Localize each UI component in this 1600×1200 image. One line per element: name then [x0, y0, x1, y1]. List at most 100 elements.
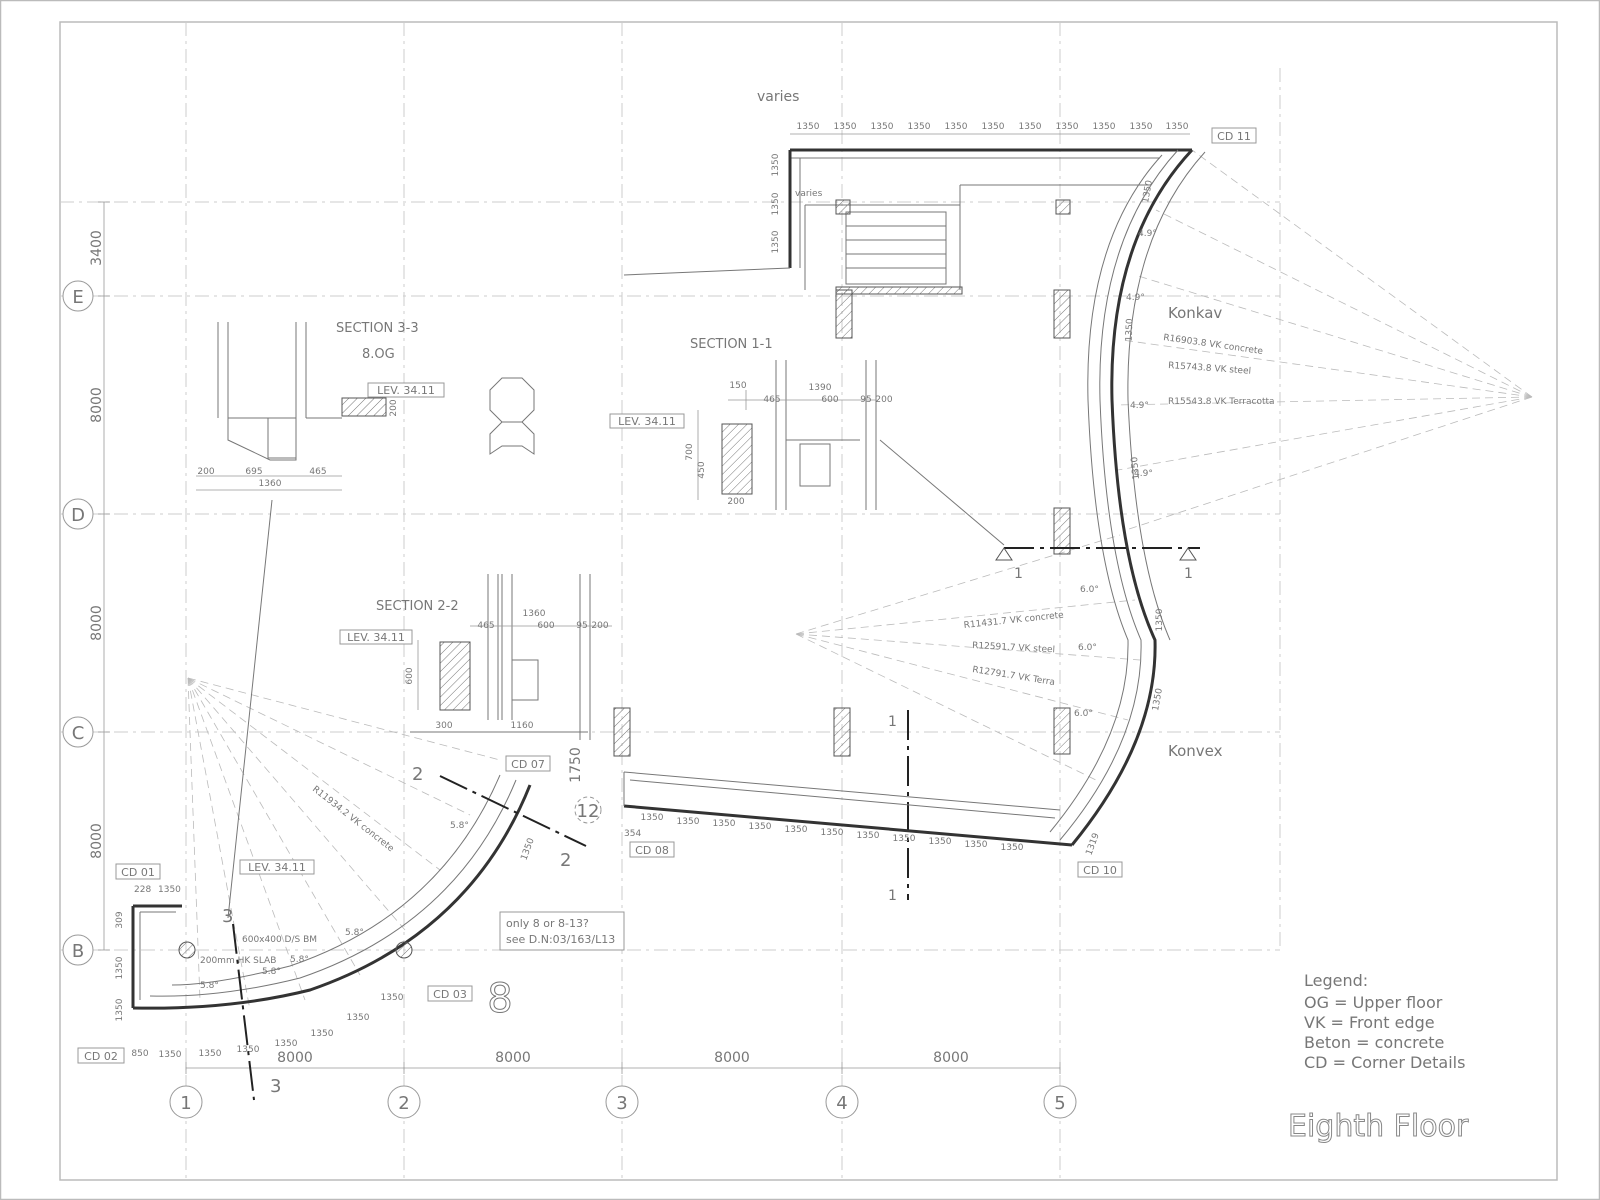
grid-lines [60, 22, 1281, 1180]
floor-8-label: 8 [487, 976, 512, 1022]
dim-top-left-3: 1350 [771, 230, 781, 253]
section-2-mark-top: 2 [412, 764, 423, 785]
inner-frame [59, 21, 1558, 1181]
dim-top-left-2: 1350 [771, 192, 781, 215]
dim-sw-left-2: 1350 [115, 998, 125, 1021]
column-round-2 [395, 941, 413, 959]
dim-top-4: 1350 [908, 122, 931, 132]
legend-item-og: OG = Upper floor [1304, 993, 1443, 1012]
bottom-dimension-chain: 8000 8000 8000 8000 [185, 1050, 1061, 1074]
tag-cd-07: CD 07 [511, 758, 545, 771]
dim-sw-2: 1350 [199, 1049, 222, 1059]
bay-dim-y-1: 3400 [89, 230, 105, 266]
section-1-mark-bottom: 1 [888, 888, 897, 904]
s11-dim-450: 450 [697, 461, 707, 478]
s11-dim-150: 150 [729, 381, 746, 391]
tag-cd-11: CD 11 [1217, 130, 1251, 143]
grid-bubble-4 [825, 1085, 859, 1119]
dim-228: 228 [134, 885, 151, 895]
note-line-1: only 8 or 8-13? [506, 917, 589, 930]
dim-top-7: 1350 [1019, 122, 1042, 132]
section-3-3-title: SECTION 3-3 [336, 321, 419, 336]
grid-bubble-c [62, 716, 94, 748]
dim-sw-1: 1350 [159, 1050, 182, 1060]
section-3-3-sub: 8.OG [362, 347, 395, 362]
bay-dim-y-4: 8000 [89, 823, 105, 859]
grid-number-2: 2 [398, 1093, 409, 1114]
s22-dim-1360: 1360 [523, 609, 546, 619]
grid-letter-d: D [71, 505, 85, 526]
s22-dim-600: 600 [537, 621, 554, 631]
label-konvex: Konvex [1168, 742, 1223, 760]
dim-1319: 1319 [1085, 832, 1102, 857]
s22-dim-200: 200 [591, 621, 608, 631]
dim-east-4: 1350 [1155, 608, 1165, 631]
s11-dim-700: 700 [685, 443, 695, 460]
stair-flight [845, 211, 947, 285]
grid-number-5: 5 [1054, 1093, 1065, 1114]
tag-cd-08: CD 08 [635, 844, 669, 857]
dim-309: 309 [115, 911, 125, 928]
bay-dim-x-4: 8000 [933, 1050, 969, 1066]
annotation-varies-top: varies [757, 89, 799, 105]
dim-south-2: 1350 [677, 817, 700, 827]
angle-sw-5: 5.8° [200, 981, 219, 991]
dim-east-3: 1350 [1130, 456, 1142, 480]
dim-east-2: 1350 [1125, 318, 1136, 342]
section-cut-3-3: 3 3 [222, 499, 281, 1101]
s11-dim-200: 200 [875, 395, 892, 405]
dim-south-4: 1350 [749, 822, 772, 832]
bay-dim-y-3: 8000 [89, 605, 105, 641]
south-straight-wing: 1350 1350 1350 1350 1350 1350 1350 1350 … [568, 707, 1073, 853]
annotation-beam: 600x400 D/S BM [242, 935, 317, 945]
section-1-mark-right: 1 [1184, 566, 1193, 582]
dim-south-6: 1350 [821, 828, 844, 838]
stair-core-wall [835, 286, 963, 295]
dim-sw-7: 1350 [381, 993, 404, 1003]
top-module-dims: 1350 1350 1350 1350 1350 1350 1350 1350 … [771, 122, 1189, 253]
note-box [499, 911, 625, 951]
legend-item-cd: CD = Corner Details [1304, 1053, 1465, 1072]
note-line-2: see D.N:03/163/L13 [506, 933, 615, 946]
s33-dim-200: 200 [197, 467, 214, 477]
dim-south-1: 1350 [641, 813, 664, 823]
legend: Legend: OG = Upper floor VK = Front edge… [1304, 971, 1465, 1072]
grid-bubble-b [62, 934, 94, 966]
angle-sw-4: 5.8° [450, 821, 469, 831]
dim-sw-left-1: 1350 [115, 956, 125, 979]
column-east-1 [1053, 507, 1071, 555]
grid-number-3: 3 [616, 1093, 627, 1114]
tag-cd-10: CD 10 [1083, 864, 1117, 877]
southwest-radius-rays [187, 677, 501, 1011]
dim-sw-4: 1350 [275, 1039, 298, 1049]
column-south-2 [613, 707, 631, 757]
legend-heading: Legend: [1304, 971, 1368, 990]
level-tag-left: LEV. 34.11 [248, 861, 306, 874]
section-cut-1-1: 1 1 [879, 439, 1200, 582]
dim-top-6: 1350 [982, 122, 1005, 132]
grid-bubble-5 [1043, 1085, 1077, 1119]
dim-east-1: 1350 [1141, 179, 1155, 204]
column-top-2 [1055, 199, 1071, 215]
grid-letter-b: B [72, 941, 84, 962]
dim-top-8: 1350 [1056, 122, 1079, 132]
dim-top-2: 1350 [834, 122, 857, 132]
dim-1750: 1750 [568, 747, 584, 783]
column-top-3 [835, 289, 853, 339]
southwest-curved-facade: R11934.2 VK concrete 600x400 D/S BM 200m… [115, 774, 537, 1060]
angle-concave-2: 4.9° [1126, 293, 1145, 303]
grid-bubble-1 [169, 1085, 203, 1119]
bubble-12-label: 12 [577, 801, 600, 822]
section-2-mark-bottom: 2 [560, 850, 571, 871]
s33-dim-200-v: 200 [389, 399, 399, 416]
dim-sw-8: 1350 [520, 837, 537, 862]
radius-convex-terra: R12791.7 VK Terra [972, 665, 1056, 688]
section-1-1-level: LEV. 34.11 [618, 415, 676, 428]
convex-radius-rays [795, 534, 1141, 781]
angle-sw-1: 5.8° [290, 955, 309, 965]
dim-top-11: 1350 [1166, 122, 1189, 132]
s11-dim-600: 600 [821, 395, 838, 405]
dim-top-1: 1350 [797, 122, 820, 132]
s22-dim-95: 95 [576, 621, 587, 631]
legend-item-vk: VK = Front edge [1304, 1013, 1435, 1032]
